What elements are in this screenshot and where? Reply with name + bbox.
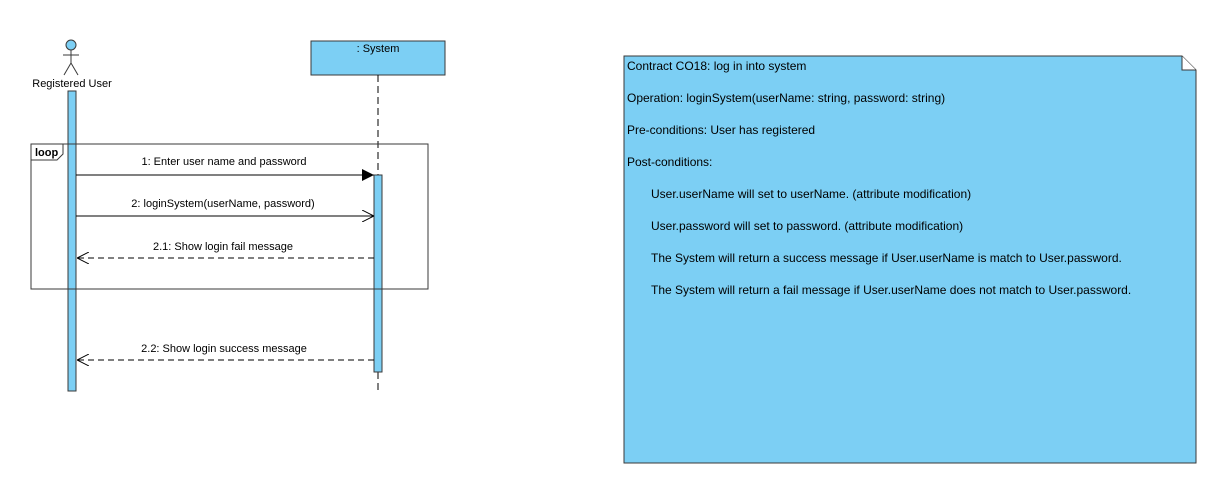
note-line-postcondition-1: User.userName will set to userName. (att… [651,187,972,201]
message-2-2-label: 2.2: Show login success message [141,343,307,355]
note-line-postconditions: Post-conditions: [627,155,713,169]
system-activation-bar[interactable] [373,174,383,373]
loop-fragment-tag [30,143,64,161]
note-line-preconditions: Pre-conditions: User has registered [627,123,816,137]
actor-icon[interactable] [63,39,79,76]
loop-fragment[interactable] [30,143,429,290]
note-line-postcondition-2: User.password will set to password. (att… [651,219,964,233]
note-line-postcondition-4: The System will return a fail message if… [651,283,1132,297]
note-line-operation: Operation: loginSystem(userName: string,… [627,91,946,105]
message-1-label: 1: Enter user name and password [141,156,306,168]
contract-note[interactable] [623,55,1197,464]
actor-activation-bar[interactable] [67,90,77,392]
loop-operator-label: loop [35,147,58,159]
system-lifeline-head[interactable] [310,40,446,76]
note-fold-corner [1181,56,1196,71]
message-2-label: 2: loginSystem(userName, password) [131,198,314,210]
actor-label: Registered User [32,78,112,90]
message-2-1-label: 2.1: Show login fail message [153,241,293,253]
system-label: : System [357,43,400,55]
note-line-title: Contract CO18: log in into system [627,59,807,73]
contract-note-text: Contract CO18: log in into system Operat… [627,58,1197,314]
note-line-postcondition-3: The System will return a success message… [651,251,1122,265]
